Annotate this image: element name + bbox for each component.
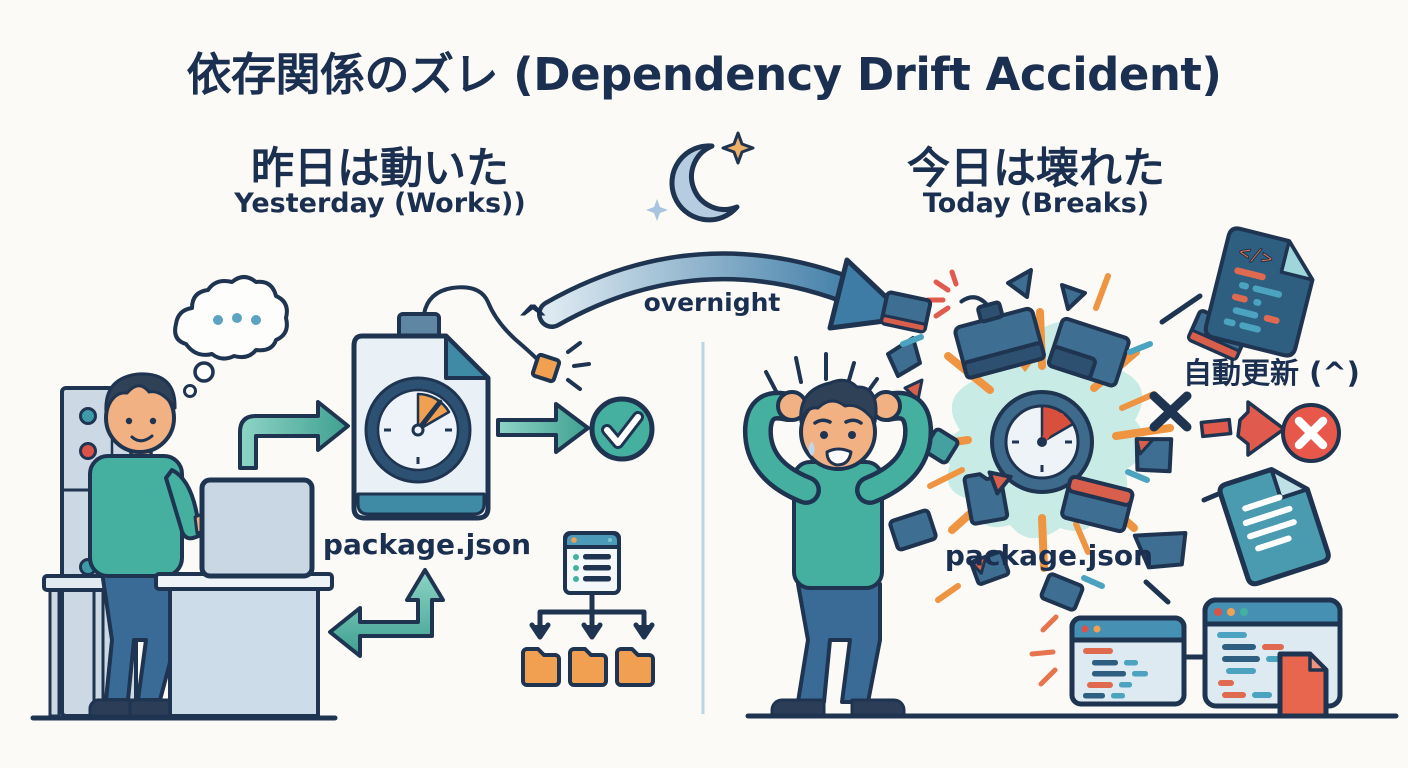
ellipsis-dot: [251, 315, 261, 325]
code-window-large: [1202, 597, 1343, 719]
update-arrow-icon: [238, 400, 350, 470]
window-titlebar: [1202, 597, 1343, 627]
arrow-right-icon: [496, 402, 590, 454]
right-arm: [859, 395, 929, 501]
code-window-small: [1069, 615, 1187, 707]
red-file-icon: [1277, 651, 1329, 719]
window-titlebar: [563, 531, 621, 549]
sweat-drop: [808, 441, 815, 456]
dependency-branch-arrows: [529, 592, 655, 640]
ellipsis-dot: [232, 313, 242, 323]
auto-update-label: 自動更新 (^): [1183, 356, 1360, 390]
spark-lines: [566, 341, 591, 391]
package-json-label-left: package.json: [322, 528, 532, 561]
check-circle-icon: [589, 396, 655, 462]
left-heading-jp: 昨日は動いた: [251, 144, 509, 194]
window-titlebar: [1069, 615, 1187, 643]
right-heading-en: Today (Breaks): [922, 188, 1150, 219]
folder-fragment: [962, 470, 1013, 526]
jeans: [796, 582, 882, 704]
right-heading-jp: 今日は壊れた: [907, 144, 1165, 194]
person-panicking: [742, 352, 934, 718]
folder-icon: [521, 647, 561, 687]
worried-mouth: [825, 447, 853, 467]
connector-dash: [1159, 293, 1203, 325]
overnight-arrow: [537, 251, 911, 331]
connector-icon: [530, 352, 562, 384]
folder-icon: [568, 647, 608, 687]
spark-lines-left: [1029, 614, 1059, 687]
box-fragment: [1046, 316, 1131, 388]
hair: [799, 378, 878, 424]
sparkle-small-icon: [646, 199, 668, 221]
monitor: [199, 477, 315, 579]
bench: [42, 574, 110, 718]
exploding-clock-icon: [990, 390, 1094, 494]
smile: [130, 434, 154, 443]
left-arm: [747, 395, 817, 501]
dependency-folders: [521, 647, 655, 687]
chunk-fragment: [1060, 474, 1135, 534]
bomb-fragment: [953, 295, 1046, 380]
folded-corner: [1279, 239, 1315, 282]
code-document-icon: </>: [1203, 226, 1315, 358]
sparkle-icon: [721, 131, 755, 165]
x-mark-icon: [1149, 391, 1192, 432]
jeans: [100, 570, 178, 702]
page-title: 依存関係のズレ (Dependency Drift Accident): [186, 48, 1223, 101]
overnight-label: overnight: [643, 288, 781, 317]
file-band: [356, 492, 486, 516]
folded-corner: [1269, 467, 1310, 500]
connector-dash: [1143, 579, 1171, 605]
shock-lines: [764, 352, 879, 399]
hair: [104, 372, 177, 414]
package-json-file: [351, 312, 491, 521]
moon-icon: [646, 131, 755, 223]
package-json-label-right: package.json: [944, 539, 1154, 572]
folded-corner: [444, 334, 490, 380]
version-pin-wire: [422, 285, 591, 391]
status-light-teal: [79, 407, 97, 425]
debris-fragments: [879, 268, 1249, 612]
fuse-spark: [925, 269, 959, 319]
shoe: [850, 698, 906, 718]
shoe: [770, 698, 826, 718]
folder-icon: [615, 647, 655, 687]
timer-clock-icon: [364, 376, 472, 484]
broken-arrow-icon: [1199, 400, 1286, 457]
left-heading-en: Yesterday (Works)): [234, 188, 526, 219]
caret-version-symbol: ^: [516, 298, 550, 344]
return-arrow-icon: [328, 568, 445, 658]
error-circle-icon: [1281, 403, 1341, 463]
manifest-window-icon: [563, 531, 621, 595]
text-document-icon: [1217, 466, 1331, 587]
thought-bubble: [173, 275, 289, 398]
ellipsis-dot: [213, 315, 223, 325]
status-light-red: [79, 442, 97, 460]
